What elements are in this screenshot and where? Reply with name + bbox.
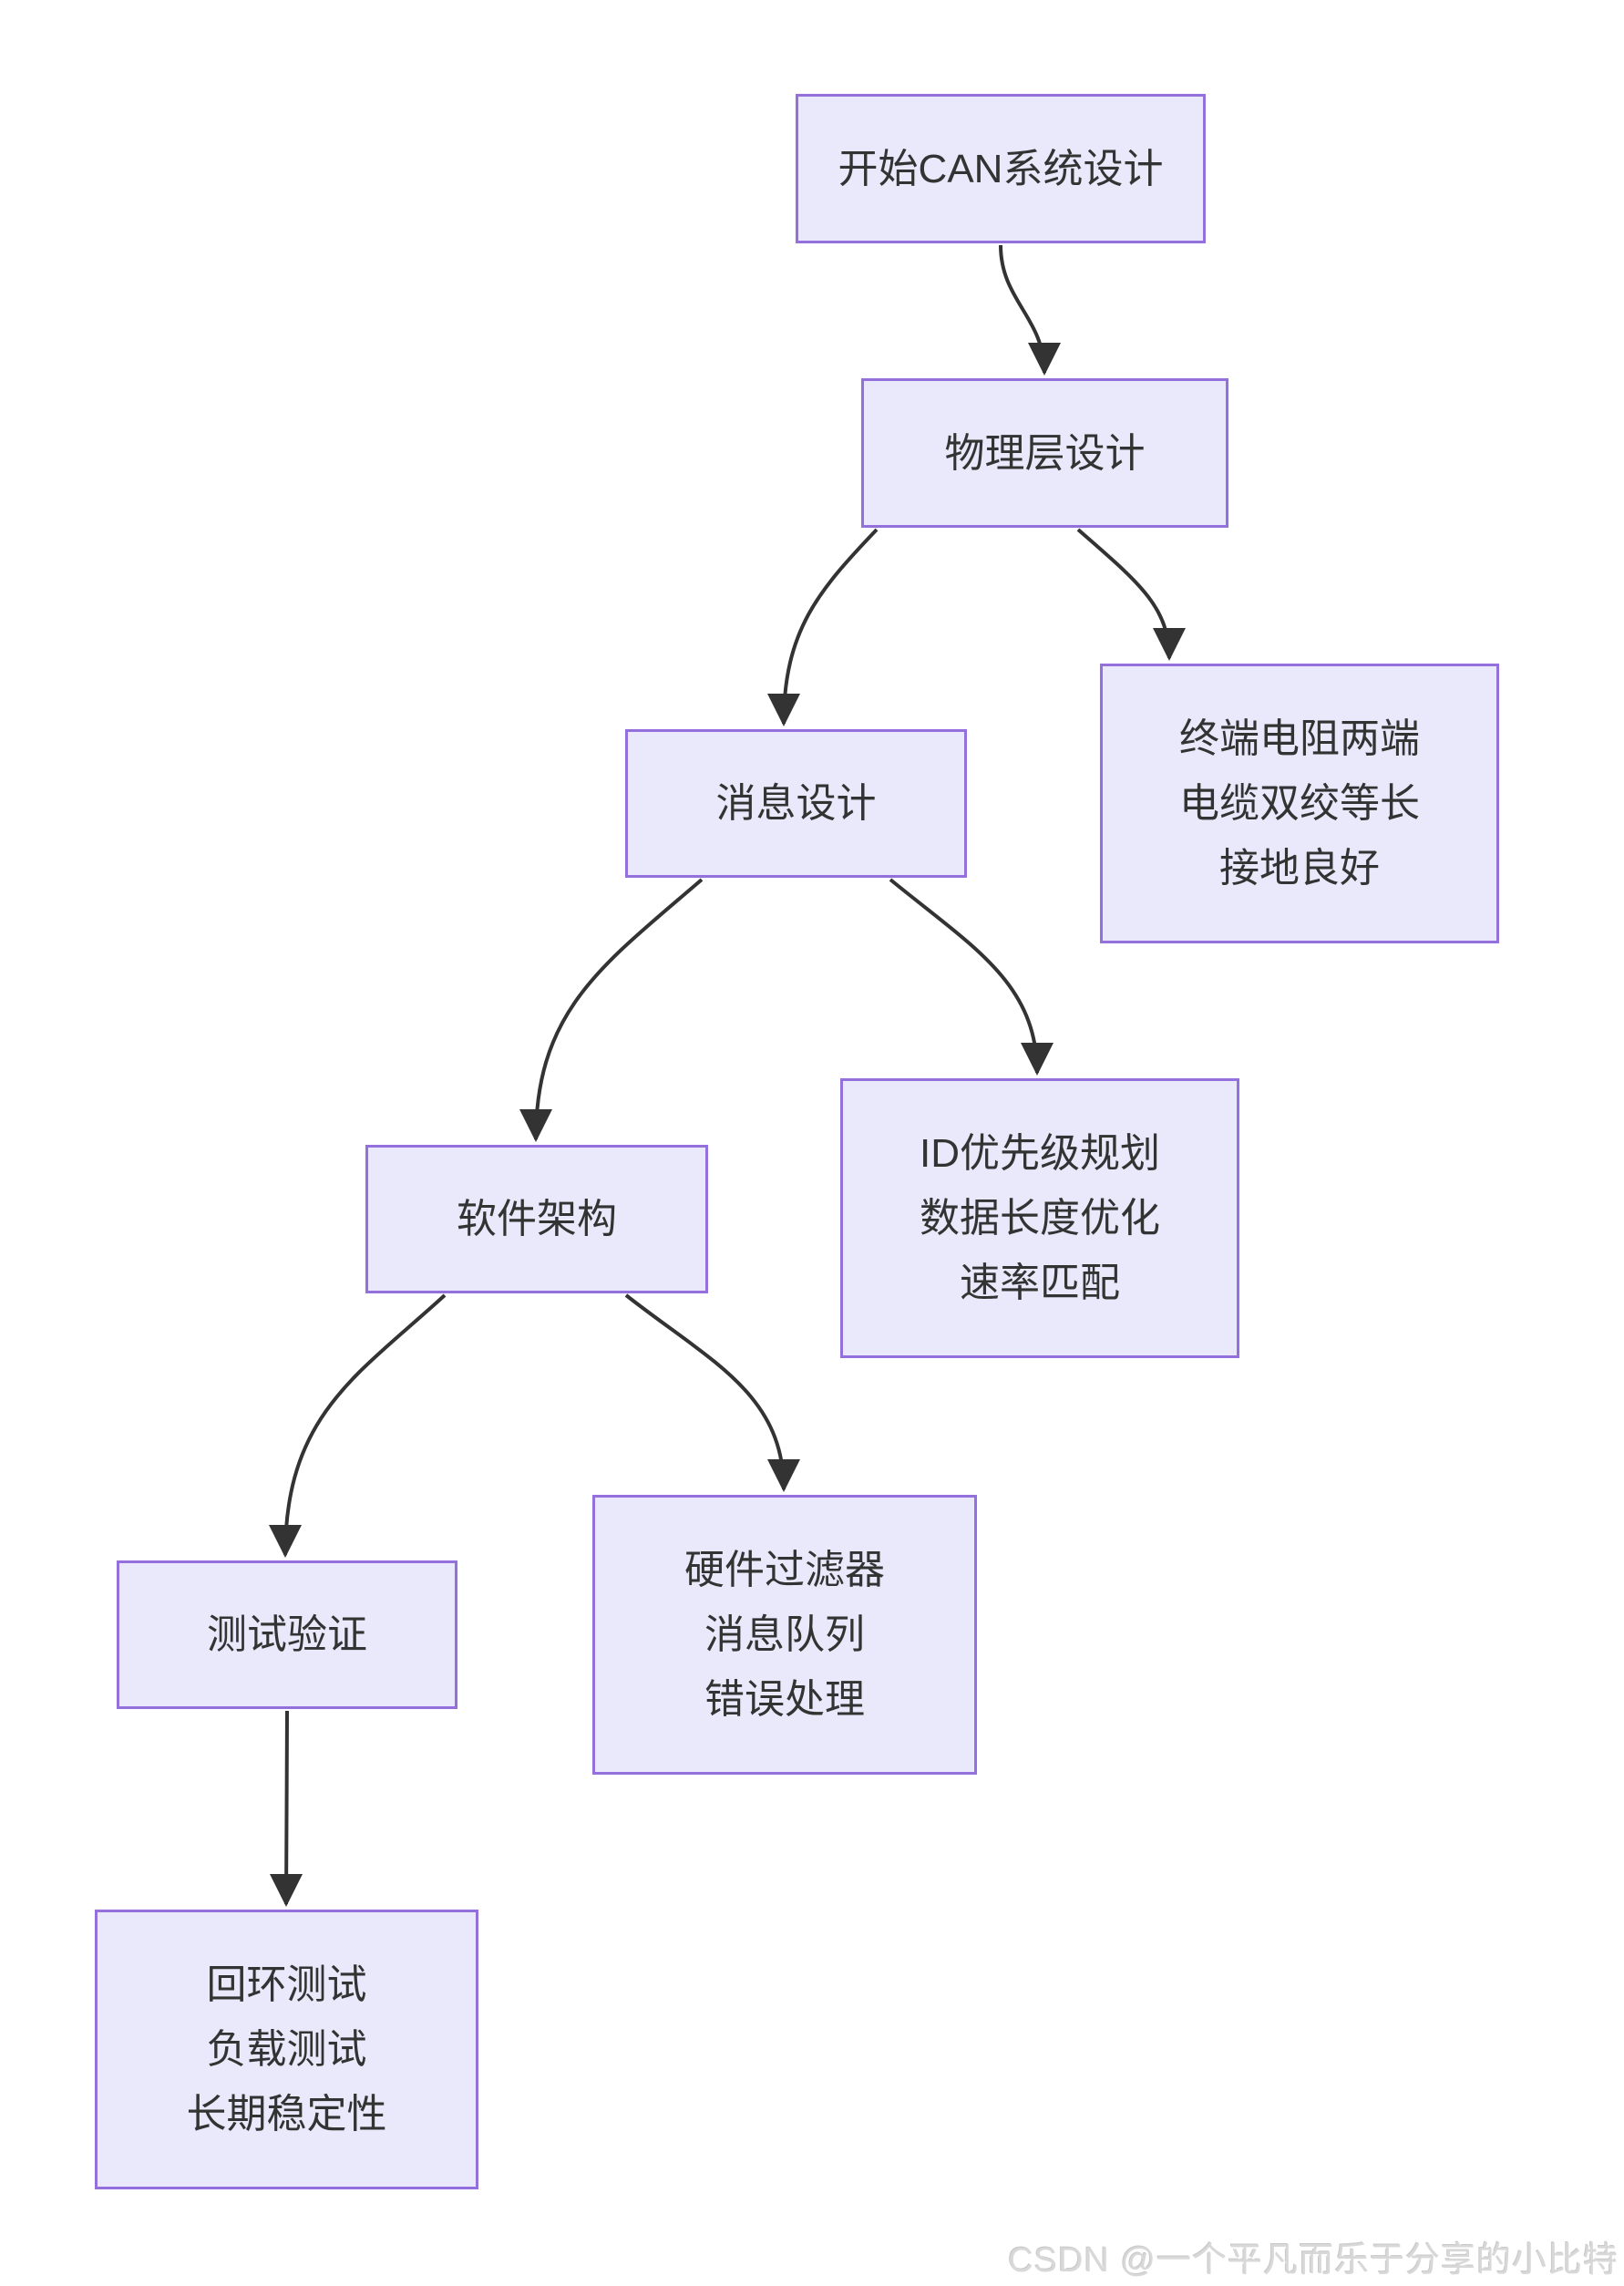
node-hardware-filter-guidelines: 硬件过滤器 消息队列 错误处理	[592, 1495, 977, 1775]
node-start-can-system-design: 开始CAN系统设计	[796, 94, 1206, 243]
node-label-line: 数据长度优化	[920, 1196, 1160, 1241]
node-label-line: 电缆双绞等长	[1179, 781, 1420, 826]
csdn-watermark: CSDN @一个平凡而乐于分享的小比特	[1008, 2241, 1619, 2280]
node-label-line: 硬件过滤器	[684, 1548, 885, 1592]
node-label-line: 回环测试	[206, 1962, 367, 2007]
node-loopback-test-guidelines: 回环测试 负载测试 长期稳定性	[95, 1910, 478, 2189]
node-label: 开始CAN系统设计	[838, 146, 1164, 191]
node-termination-guidelines: 终端电阻两端 电缆双绞等长 接地良好	[1100, 664, 1499, 943]
edge-message-to-software	[519, 878, 704, 1142]
node-label: 软件架构	[457, 1197, 617, 1241]
edge-software-to-test	[269, 1293, 447, 1558]
edge-software-to-hwfilter	[624, 1293, 800, 1492]
node-message-design: 消息设计	[625, 729, 967, 878]
node-label: 物理层设计	[944, 430, 1146, 476]
node-label: 消息设计	[715, 781, 877, 826]
node-label-line: 错误处理	[704, 1677, 865, 1722]
node-label-line: 终端电阻两端	[1179, 716, 1420, 761]
node-label-line: 负载测试	[206, 2027, 367, 2072]
node-label: 测试验证	[207, 1612, 367, 1657]
node-physical-layer-design: 物理层设计	[861, 378, 1228, 528]
edge-physical-to-termination	[1076, 528, 1186, 661]
edge-physical-to-message	[767, 528, 879, 726]
edge-start-to-physical	[999, 244, 1061, 376]
node-test-verification: 测试验证	[117, 1560, 457, 1709]
node-label-line: ID优先级规划	[920, 1131, 1160, 1176]
node-id-priority-guidelines: ID优先级规划 数据长度优化 速率匹配	[840, 1078, 1239, 1358]
node-label-line: 长期稳定性	[186, 2092, 387, 2137]
node-label-line: 接地良好	[1219, 846, 1380, 891]
node-software-architecture: 软件架构	[365, 1145, 708, 1293]
node-label-line: 速率匹配	[960, 1261, 1120, 1305]
edge-message-to-idplan	[889, 878, 1054, 1076]
edge-test-to-loopback	[270, 1710, 303, 1907]
node-label-line: 消息队列	[704, 1612, 865, 1657]
